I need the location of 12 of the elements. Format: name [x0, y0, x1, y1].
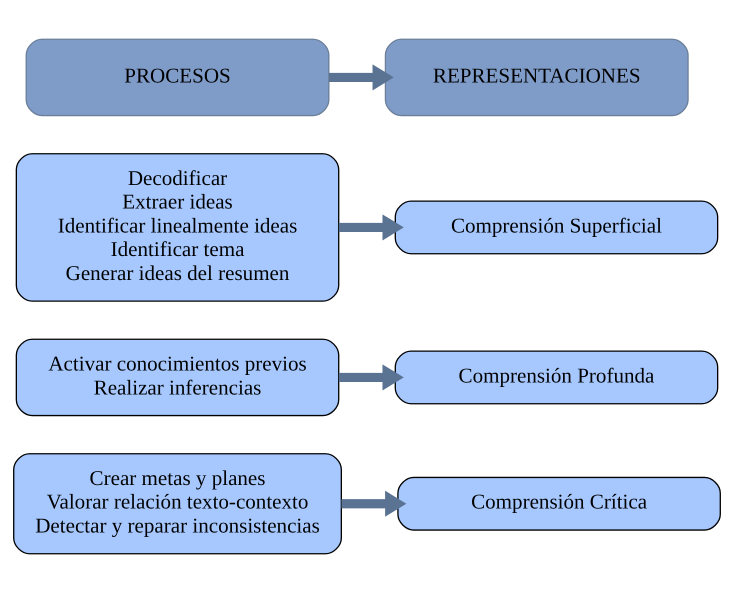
node-box: Activar conocimientos previos Realizar inferencias [16, 338, 340, 416]
arrow [338, 364, 404, 390]
node-box: Decodificar Extraer ideas Identificar linealmente ideas Identificar tema Generar ideas del resumen [16, 153, 340, 302]
node-box: Comprensión Profunda [394, 350, 718, 404]
node-box: PROCESOS [26, 38, 330, 116]
arrow [338, 214, 404, 240]
arrow [341, 490, 406, 517]
node-box: Comprensión Superficial [394, 200, 718, 254]
node-box: Crear metas y planes Valorar relación texto-contexto Detectar y reparar inconsistencias [13, 453, 342, 554]
arrow [329, 64, 394, 90]
node-box: REPRESENTACIONES [384, 38, 689, 116]
node-box: Comprensión Crítica [397, 476, 721, 531]
